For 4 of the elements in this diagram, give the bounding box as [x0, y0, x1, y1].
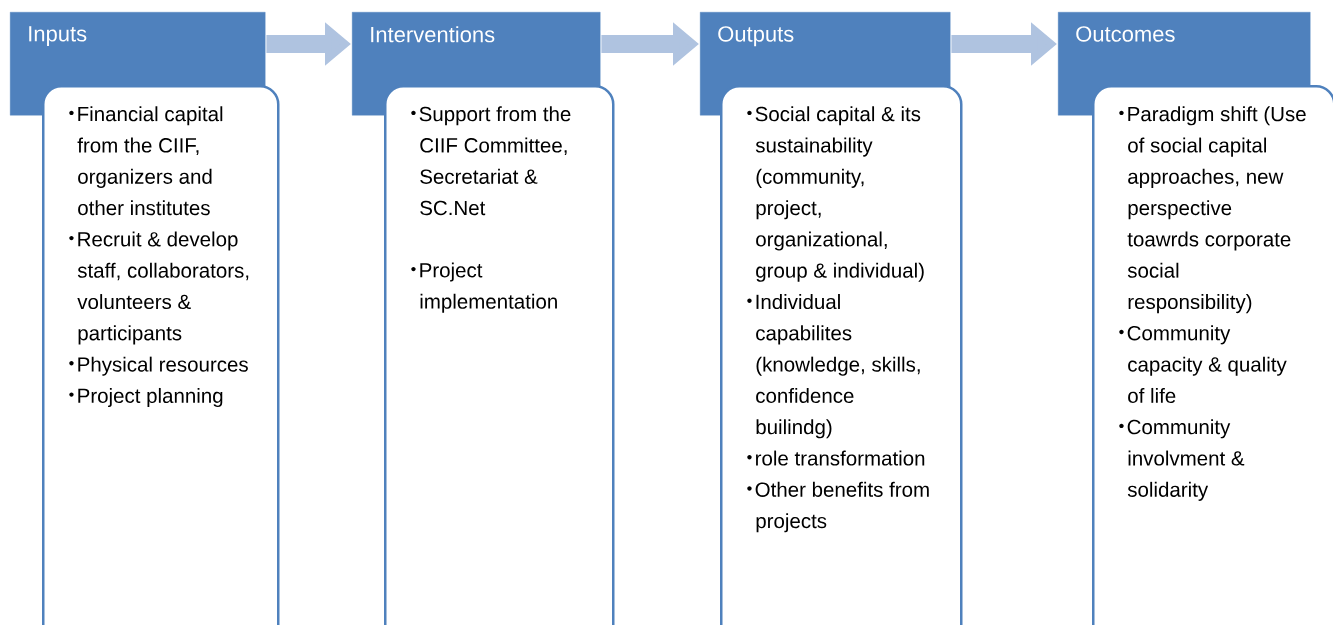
list-box: Paradigm shift (Use of social capital approaches, new perspective toawrds corporate social responsibility) Community capacity & quality of life Community involvment & solidarity — [1092, 85, 1333, 625]
list-box: Social capital & its sustainability (community, project, organizational, group & individual) Individual capabilites (knowledge, skills, confidence builindg) role transformation Other benefits from projects — [720, 85, 963, 625]
list-box: Support from the CIIF Committee, Secretariat & SC.Net Project implementation — [384, 85, 615, 625]
list-box: Financial capital from the CIIF, organizers and other institutes Recruit & develop staff, collaborators, volunteers & participants Physical resources Project planning — [42, 85, 280, 625]
